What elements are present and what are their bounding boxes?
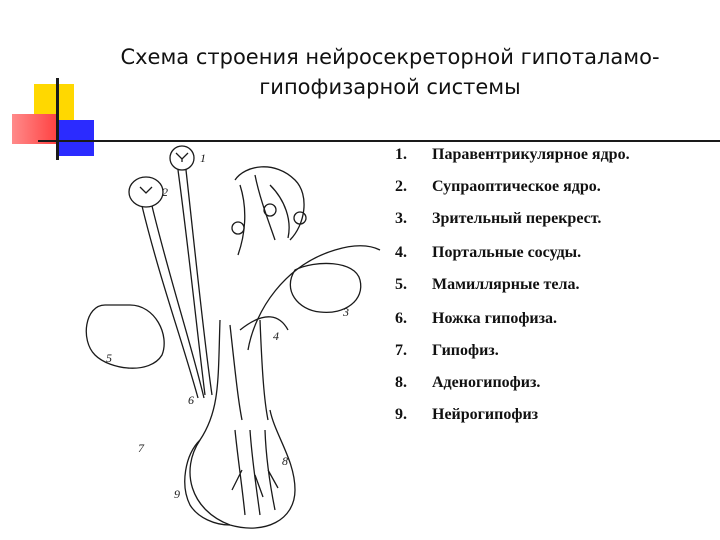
slide-title: Схема строения нейросекреторной гипотала…: [110, 42, 670, 102]
legend-text: Мамиллярные тела.: [432, 276, 580, 293]
diagram-label-4: 4: [273, 329, 279, 343]
diagram-label-7: 7: [138, 441, 145, 455]
decor-horizontal-line: [38, 140, 720, 142]
title-line-2: гипофизарной системы: [259, 75, 521, 99]
paraventricular-nucleus-shape: [169, 145, 195, 171]
legend-number: 8.: [395, 374, 407, 391]
legend-number: 2.: [395, 178, 407, 195]
neuron-cell-b: [263, 203, 277, 217]
neuron-cell-c: [293, 211, 307, 225]
legend-number: 4.: [395, 244, 407, 261]
legend-number: 3.: [395, 210, 407, 227]
mammillary-body-shape: [85, 304, 165, 369]
hypothalamic-pituitary-diagram: 1 2 3 4 5 6 7 8 9: [85, 145, 381, 529]
diagram-label-3: 3: [342, 305, 349, 319]
diagram-label-2: 2: [162, 185, 168, 199]
legend-text: Нейрогипофиз: [432, 406, 539, 423]
adenohypophysis-vessels: [231, 429, 279, 516]
decor-vertical-line: [56, 78, 59, 160]
axon-1a: [177, 169, 206, 396]
diagram-label-5: 5: [106, 351, 112, 365]
axon-2b: [151, 205, 205, 399]
neuron-fibers: [237, 174, 290, 256]
axon-2a: [141, 205, 199, 399]
pituitary-stalk: [229, 319, 269, 421]
diagram-label-8: 8: [282, 454, 288, 468]
legend-text: Ножка гипофиза.: [432, 310, 558, 327]
legend-text: Аденогипофиз.: [432, 374, 541, 391]
optic-chiasm-shape: [289, 262, 362, 314]
legend-number: 1.: [395, 146, 407, 163]
legend-text: Супраоптическое ядро.: [432, 178, 601, 195]
neuron-1-body: [175, 152, 189, 162]
supraoptic-nucleus-shape: [128, 176, 164, 208]
neurohypophysis-outline: [184, 439, 231, 526]
legend-text: Паравентрикулярное ядро.: [432, 146, 630, 163]
title-line-1: Схема строения нейросекреторной гипотала…: [120, 45, 660, 69]
diagram-label-1: 1: [200, 151, 206, 165]
neuron-2-body: [139, 186, 153, 194]
diagram-label-6: 6: [188, 393, 194, 407]
diagram-label-9: 9: [174, 487, 180, 501]
portal-vessel-arc: [247, 245, 381, 351]
legend-text: Гипофиз.: [432, 342, 499, 359]
portal-vessel-loop: [239, 316, 289, 331]
legend-number: 7.: [395, 342, 407, 359]
decor-blue-square: [56, 120, 94, 156]
legend-number: 9.: [395, 406, 407, 423]
pituitary-outline: [189, 319, 296, 529]
legend-text: Портальные сосуды.: [432, 244, 582, 261]
decor-red-square: [12, 114, 58, 144]
neuron-cell-a: [231, 221, 245, 235]
legend-number: 5.: [395, 276, 407, 293]
axon-1b: [185, 169, 213, 396]
legend-number: 6.: [395, 310, 407, 327]
legend-text: Зрительный перекрест.: [432, 210, 602, 227]
